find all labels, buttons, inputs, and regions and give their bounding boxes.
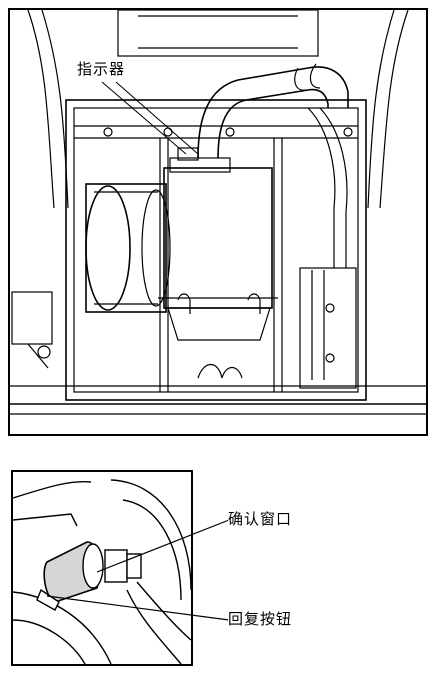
bolt bbox=[103, 127, 113, 137]
confirm-window-leader bbox=[96, 519, 230, 573]
indicator-collar bbox=[104, 549, 128, 583]
indicator-closeup-drawing bbox=[11, 470, 230, 666]
machine-overview-drawing bbox=[8, 8, 428, 436]
confirm-window-label: 确认窗口 bbox=[228, 510, 293, 528]
top-frame-border bbox=[8, 8, 428, 436]
filter-drum bbox=[85, 183, 167, 313]
left-component bbox=[11, 291, 53, 345]
indicator-label: 指示器 bbox=[74, 60, 129, 78]
right-pillar bbox=[379, 9, 409, 209]
tube-left bbox=[12, 591, 112, 665]
indicator-mount bbox=[169, 157, 231, 173]
bolt bbox=[225, 127, 235, 137]
bolt bbox=[163, 127, 173, 137]
housing-curve-outer bbox=[110, 479, 192, 591]
indicator-leader-1 bbox=[101, 81, 187, 155]
confirm-window-shape bbox=[82, 543, 104, 589]
reset-button-leader bbox=[46, 595, 230, 621]
clamp-left bbox=[177, 293, 191, 314]
engine-bay-frame bbox=[65, 99, 367, 401]
housing-bottom-cap bbox=[167, 307, 271, 341]
top-hood-panel bbox=[117, 9, 319, 57]
left-pillar bbox=[27, 9, 55, 209]
intake-pipe bbox=[197, 66, 349, 159]
machine-overview-figure: 指示器 bbox=[8, 8, 428, 436]
reset-button-label: 回复按钮 bbox=[228, 610, 293, 628]
indicator-closeup-figure bbox=[11, 470, 429, 666]
bolt bbox=[343, 127, 353, 137]
lower-fitting bbox=[197, 363, 223, 379]
hose-right bbox=[307, 107, 336, 268]
clamp-right bbox=[247, 293, 261, 314]
right-bracket bbox=[299, 267, 357, 389]
air-cleaner-body bbox=[163, 167, 273, 309]
indicator-leader-2 bbox=[115, 81, 199, 155]
reset-button-shape bbox=[36, 588, 60, 611]
closeup-frame bbox=[11, 470, 193, 666]
tube-right bbox=[126, 589, 182, 665]
